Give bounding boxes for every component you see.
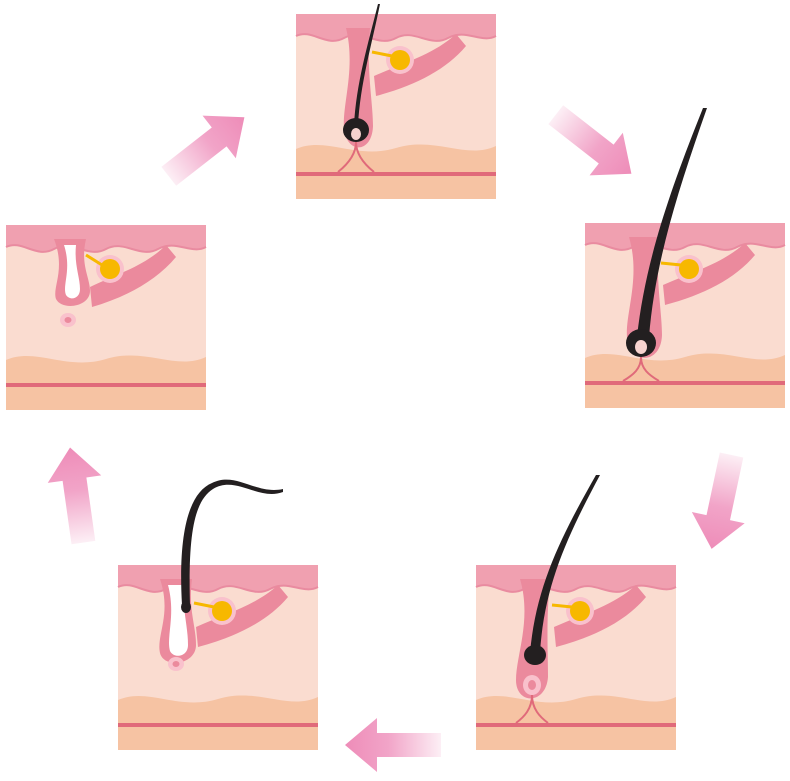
stage-bottom-right-panel [476, 475, 676, 750]
stage-top-panel [296, 4, 496, 199]
cycle-arrow-left-to-top [152, 96, 261, 198]
cycle-arrow-top-to-right [539, 93, 648, 195]
cycle-arrow-bottom-right-to-bottom-left [345, 718, 441, 772]
stage-bottom-left-panel [118, 480, 318, 750]
cycle-arrow-right-to-bottom-right [685, 449, 758, 554]
cycle-arrow-bottom-left-to-left [43, 444, 110, 547]
stage-left-panel [6, 225, 206, 410]
